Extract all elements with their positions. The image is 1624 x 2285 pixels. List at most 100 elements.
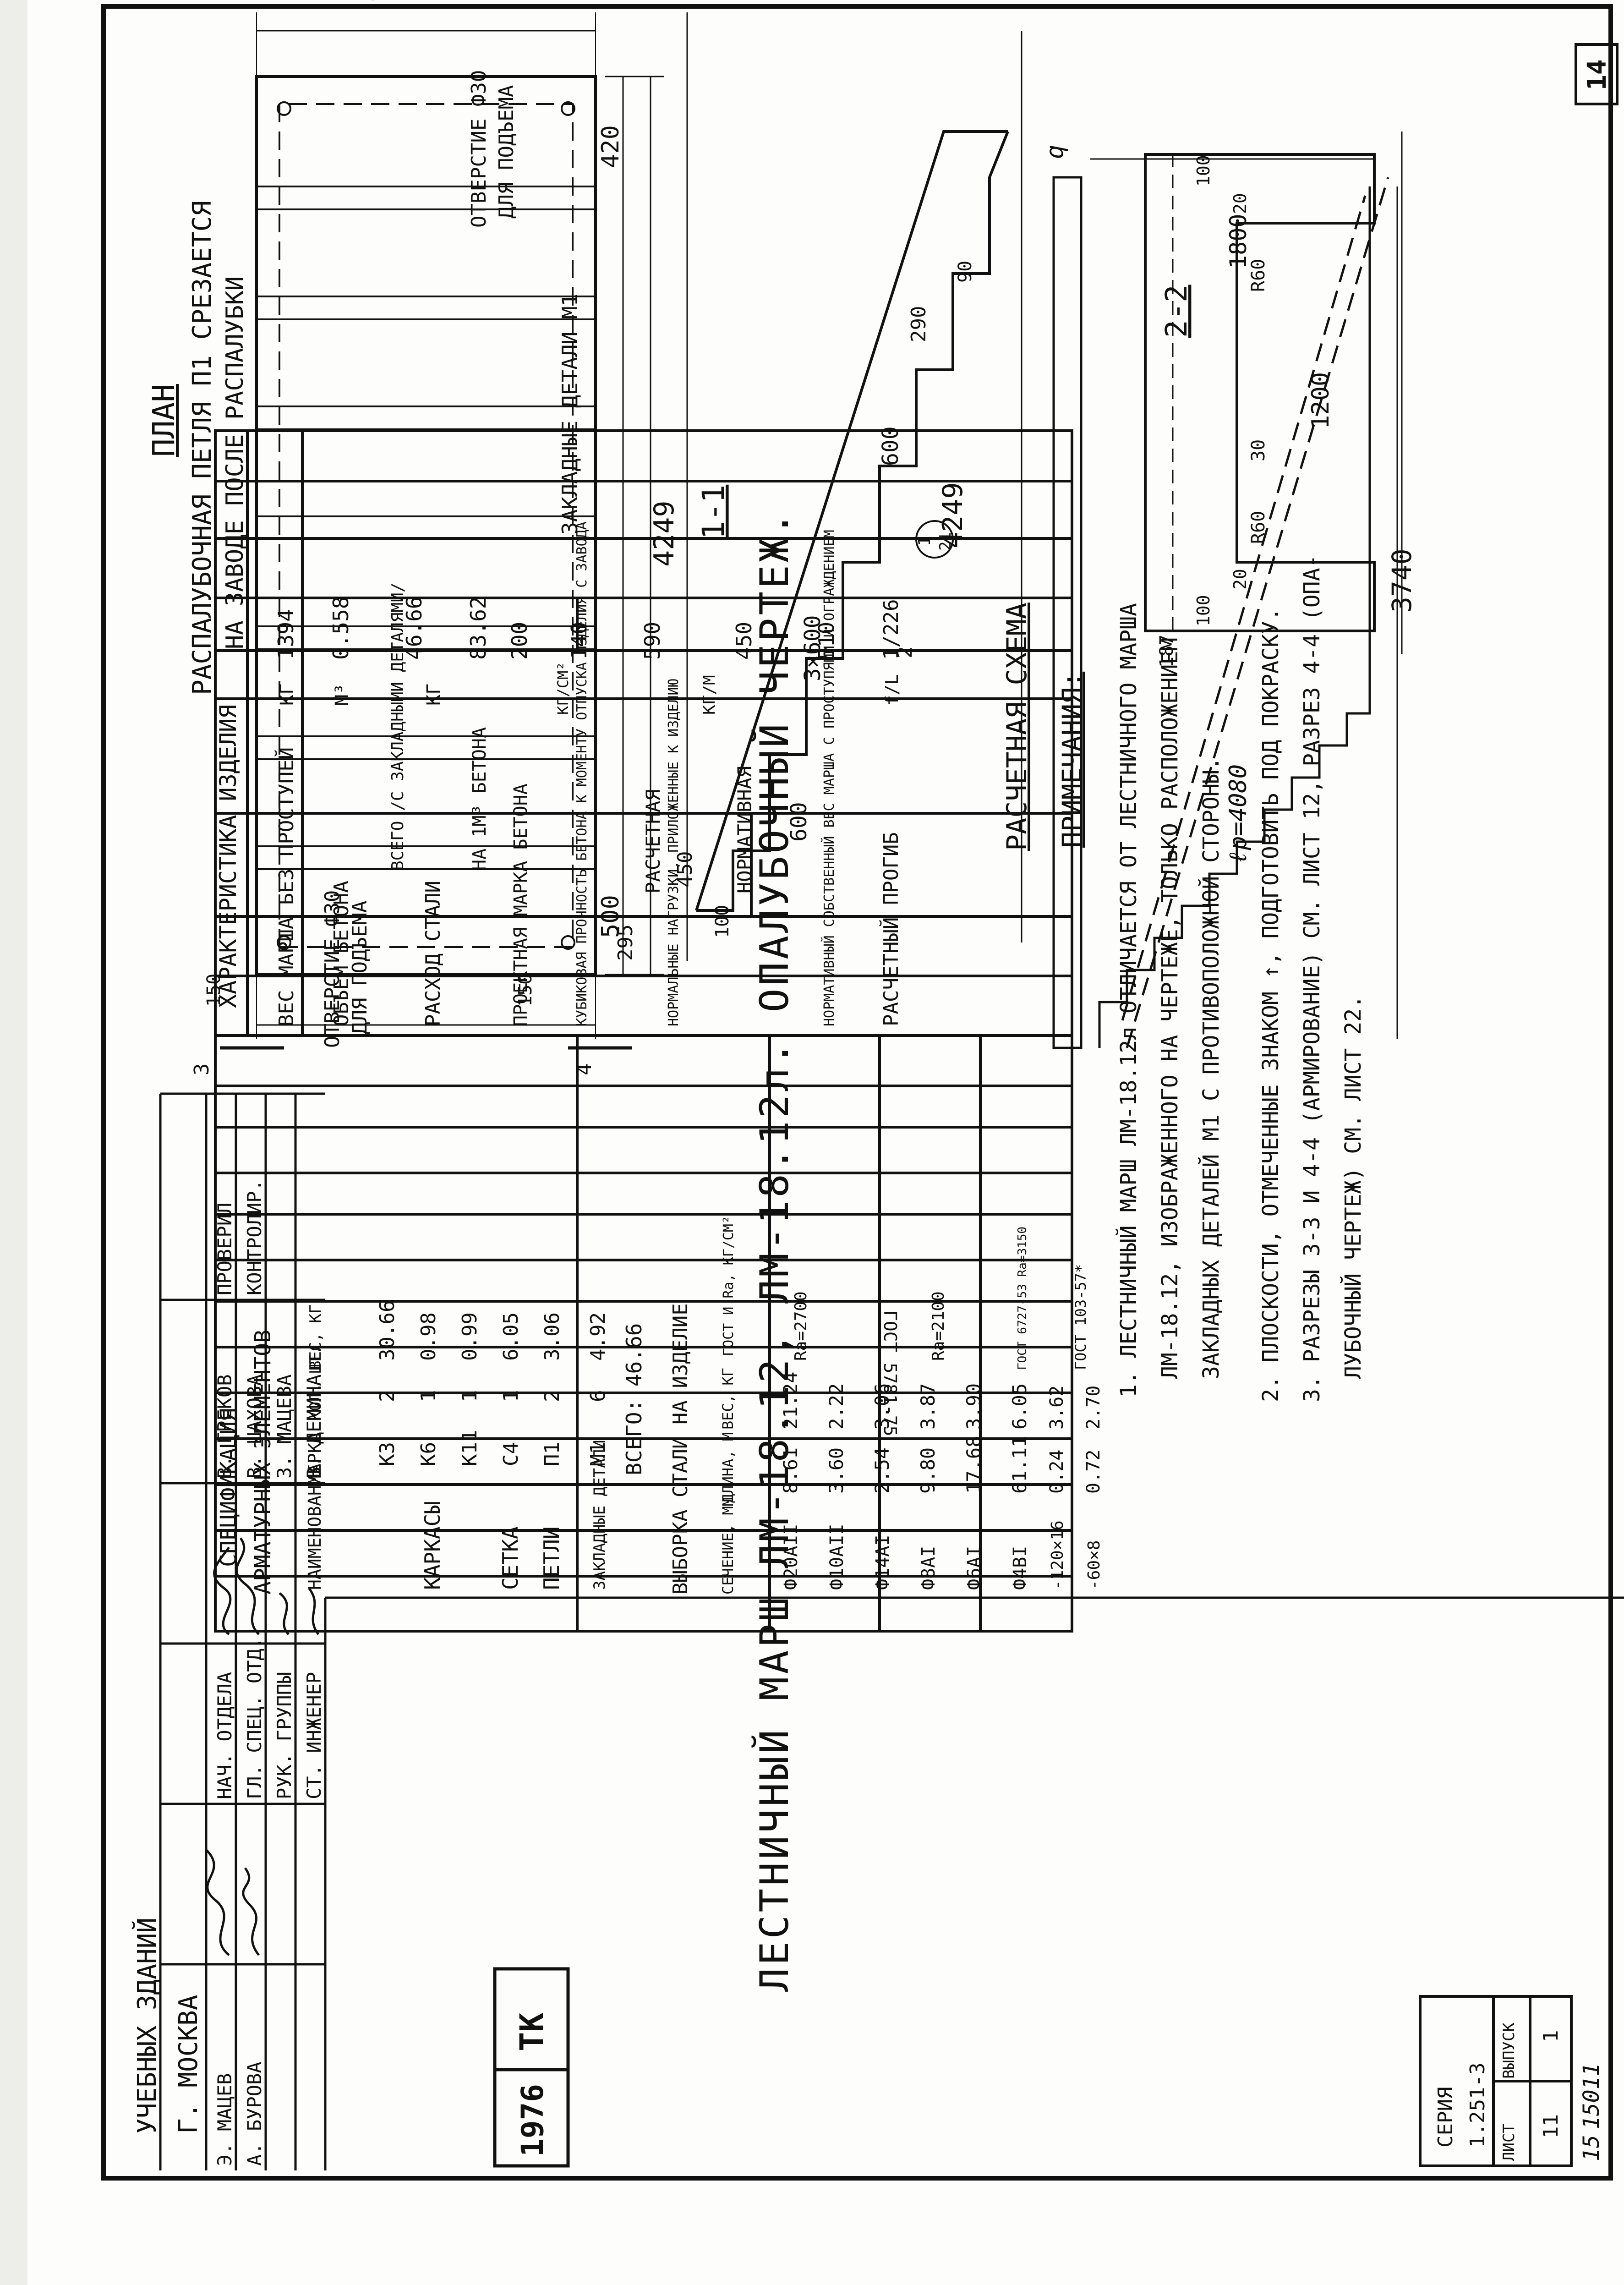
spec-row-4-mark: С4 [499, 1442, 523, 1466]
steel-gost-2: ГОСТ 6727-53 Ra=3150 [1016, 1227, 1029, 1370]
char-row-7-unit: КГ/М [700, 675, 719, 715]
steel-gost-3: ГОСТ 103-57* [1072, 1264, 1089, 1370]
sheet-frame [101, 4, 1613, 2181]
spec-row-5-name: ПЕТЛИ [539, 1527, 564, 1590]
spec-row-4-weight: 6.05 [499, 1312, 523, 1361]
char-row-1-value: 1394 [273, 609, 298, 660]
s11-dim-295: 295 [614, 925, 637, 961]
char-row-2-value: 0.558 [328, 597, 353, 660]
steel-row-5-length: 17.68 [962, 1436, 985, 1494]
char-row-3-unit: КГ [423, 684, 444, 706]
steel-row-2-weight: 2.22 [825, 1383, 848, 1430]
plan-hole-label-3: ОТВЕРСТИЕ Ф30 [467, 70, 491, 228]
spec-row-3-mark: К11 [458, 1430, 481, 1466]
steel-row-4-weight: 3.87 [917, 1383, 939, 1430]
char-row-7-value: 590 [640, 622, 665, 660]
signatures [205, 1537, 320, 1956]
spec-row-6-name: ЗАКЛАДНЫЕ ДЕТАЛИ [591, 1440, 609, 1590]
spec-header-1: НАИМЕНОВАНИЕ [305, 1464, 325, 1590]
char-row-1-name: ВЕС МАРША БЕЗ ПРОСТУПЕЙ [274, 747, 298, 1026]
spec-row-6-qty: 6 [586, 1390, 610, 1403]
s11-sec2: 2 [893, 647, 917, 659]
series-value: 1.251-3 [1466, 2063, 1489, 2148]
spec-header-4: ВЕС, КГ [306, 1304, 325, 1370]
steel-row-8-length: 0.72 [1083, 1450, 1104, 1494]
stamp-name-5: З. МАЦЕВА [273, 1374, 295, 1479]
spec-row-1-weight: 30.66 [376, 1300, 399, 1361]
char-row-3-name: РАСХОД СТАЛИ [421, 881, 445, 1026]
stamp-role-6: СТ. ИНЖЕНЕР [303, 1672, 325, 1799]
steel-row-4-length: 9.80 [917, 1447, 939, 1494]
spec-row-3-qty: 1 [458, 1390, 481, 1403]
spec-row-1-mark: К3 [376, 1442, 399, 1466]
steel-row-8-weight: 2.70 [1083, 1386, 1104, 1430]
char-title: ХАРАКТЕРИСТИКА ИЗДЕЛИЯ [215, 705, 241, 1008]
series-label: СЕРИЯ [1434, 2087, 1457, 2148]
steel-gost-mid: ГОСТ 5781-75 [880, 1310, 900, 1436]
spec-row-4-qty: 1 [499, 1390, 523, 1403]
char-row-3-value: 46.66 [402, 597, 427, 660]
page-number: 15 [1579, 2135, 1604, 2161]
sheet-number: 14 [1582, 60, 1612, 90]
char-row-6-name: КУБИКОВАЯ ПРОЧНОСТЬ БЕТОНА К МОМЕНТУ ОТП… [574, 521, 590, 1026]
steel-row-8-section: -60×8 [1085, 1540, 1104, 1590]
plan-embedded-label: ЗАКЛАДНЫЕ ДЕТАЛИ М1 [558, 294, 582, 535]
plan-dim-right: 420 [597, 125, 624, 168]
char-row-7-name: НОРМАЛЬНЫЕ НАГРУЗКИ, ПРИЛОЖЕННЫЕ К ИЗДЕЛ… [666, 679, 682, 1026]
sheet-value: 11 [1539, 2114, 1563, 2138]
char-row-5-unit: КГ/СМ² [554, 662, 572, 715]
steel-title: ВЫБОРКА СТАЛИ НА ИЗДЕЛИЕ [669, 1303, 692, 1595]
steel-row-2-length: 3.60 [825, 1447, 848, 1494]
s11-dim-100: 100 [712, 905, 733, 938]
char-row-2-unit: М³ [332, 684, 353, 706]
char-row-10-value: 1/226 [880, 599, 903, 660]
calc-scheme-drawing [1052, 158, 1398, 1049]
spec-row-1-name: КАРКАСЫ [420, 1501, 445, 1590]
inventory-number: 15011 [1579, 2063, 1604, 2130]
steel-row-6-weight: 6.05 [1008, 1383, 1031, 1430]
spec-total: ВСЕГО: 46.66 [622, 1323, 646, 1475]
spec-row-6-mark: М1 [586, 1442, 610, 1466]
s22-dim-100b: 100 [1193, 155, 1214, 186]
steel-row-7-section: -120×16 [1048, 1520, 1067, 1590]
stamp-year: 1976 [515, 2084, 550, 2157]
plan-sec-3: 3 [190, 1063, 213, 1076]
steel-row-1-weight: 21.24 [779, 1372, 802, 1430]
calc-scheme-title: РАСЧЕТНАЯ СХЕМА [1001, 603, 1033, 851]
s22-dim-r60b: R60 [1248, 259, 1269, 292]
steel-header-2: ДЛИНА, М [719, 1432, 737, 1503]
note-line-3: ЗАКЛАДНЫХ ДЕТАЛЕЙ М1 С ПРОТИВОПОЛОЖНОЙ С… [1198, 757, 1224, 1379]
note-line-4: 2. ПЛОСКОСТИ, ОТМЕЧЕННЫЕ ЗНАКОМ ↑, ПОДГО… [1258, 608, 1284, 1402]
steel-row-6-length: 61.11 [1008, 1436, 1031, 1494]
steel-row-1-section: Ф20АII [781, 1524, 802, 1590]
plan-hole-label-2: ДЛЯ ПОДЪЕМА [348, 901, 372, 1034]
spec-title-1: СПЕЦИФИКАЦИЯ [216, 1408, 241, 1567]
sheet-label: ЛИСТ [1500, 2124, 1518, 2161]
right-tables [214, 429, 1073, 1633]
s22-dim-20b: 20 [1230, 193, 1250, 214]
issue-label: ВЫПУСК [1500, 2022, 1518, 2079]
spec-row-1-qty: 2 [376, 1390, 399, 1403]
s11-dim-600b: 600 [878, 426, 903, 466]
s11-dim-450: 450 [673, 851, 697, 888]
spec-row-2-mark: К6 [417, 1442, 440, 1466]
calc-lp: ℓp=4080 [1225, 764, 1252, 865]
spec-row-3-weight: 0.99 [458, 1312, 481, 1361]
spec-row-4-name: СЕТКА [498, 1527, 523, 1590]
spec-row-6-weight: 4.92 [586, 1312, 610, 1361]
stamp-tk: ТК [513, 2013, 551, 2051]
steel-gost-ra-1: Ra=2700 [792, 1291, 810, 1361]
main-title: ЛЕСТНИЧНЫЙ МАРШ ЛМ-18.12, ЛМ-18.12л. ОПА… [751, 510, 798, 1992]
table-texts: ХАРАКТЕРИСТИКА ИЗДЕЛИЯ ВЕС МАРША БЕЗ ПРО… [215, 521, 1366, 1595]
plan-note-1: РАСПАЛУБОЧНАЯ ПЕТЛЯ П1 СРЕЗАЕТСЯ [187, 201, 217, 695]
char-row-6-value: 140 [567, 622, 591, 660]
char-row-4-value: 83.62 [466, 597, 491, 660]
steel-row-7-length: 0.24 [1046, 1450, 1067, 1494]
section-2-2-title: 2-2 [1160, 285, 1194, 338]
spec-header-2: МАРКА [305, 1432, 325, 1485]
steel-header-3: ВЕС, КГ [719, 1368, 737, 1430]
steel-row-5-section: Ф6АI [964, 1546, 985, 1590]
plan-dim-width: 1200 [366, 0, 396, 3]
spec-row-5-qty: 2 [541, 1390, 564, 1403]
section-1-1-title: 1-1 [696, 485, 731, 539]
